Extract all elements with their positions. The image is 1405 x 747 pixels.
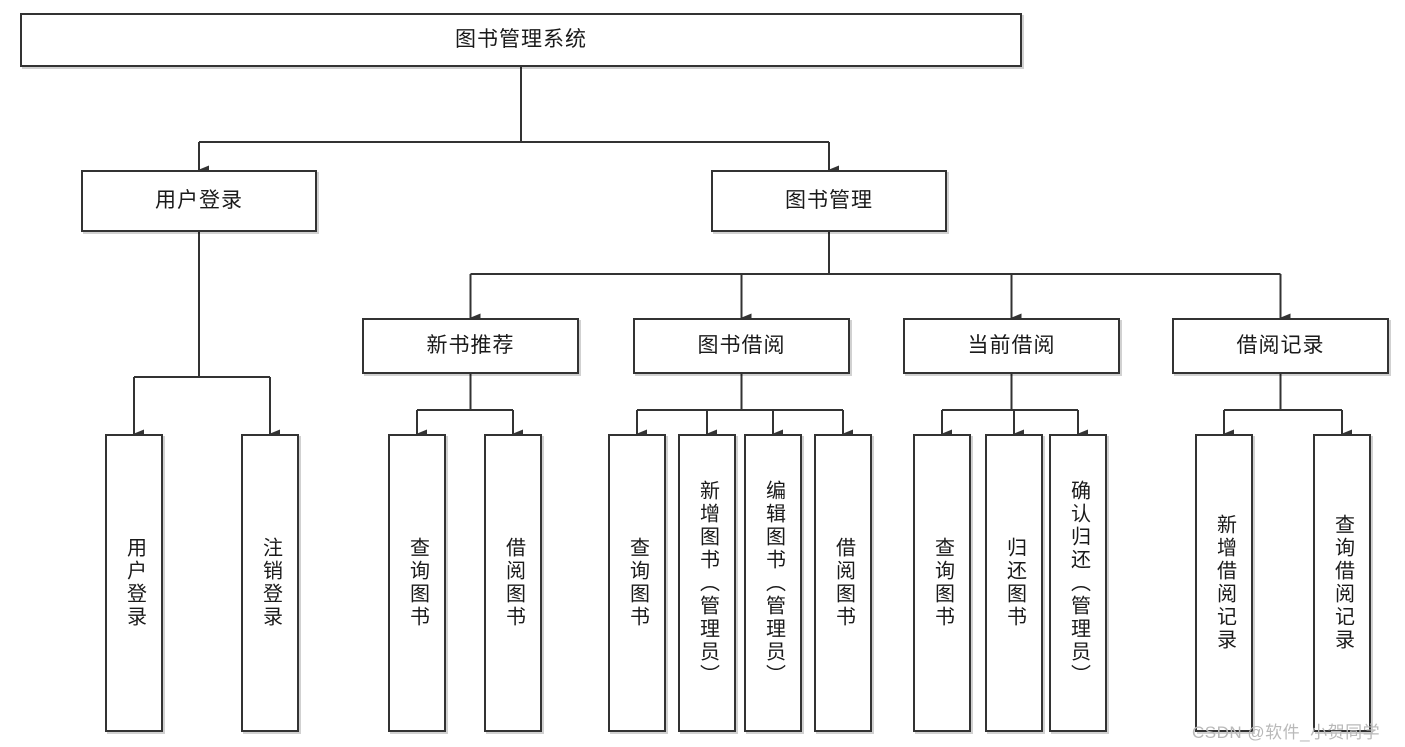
node-label: 查询图书 [931, 537, 954, 629]
node-leaf-cur-3[interactable]: 确认归还（管理员） [1049, 434, 1107, 732]
node-leaf-login-2[interactable]: 注销登录 [241, 434, 299, 732]
node-leaf-rec-2[interactable]: 查询借阅记录 [1313, 434, 1371, 732]
node-label: 编辑图书（管理员） [762, 479, 785, 687]
node-label: 图书管理系统 [455, 27, 587, 51]
node-current[interactable]: 当前借阅 [903, 318, 1120, 374]
node-leaf-cur-1[interactable]: 查询图书 [913, 434, 971, 732]
node-leaf-new-2[interactable]: 借阅图书 [484, 434, 542, 732]
node-label: 查询图书 [406, 537, 429, 629]
node-label: 图书管理 [785, 188, 873, 212]
node-label: 借阅图书 [502, 537, 525, 629]
node-label: 查询借阅记录 [1331, 514, 1354, 652]
node-label: 新增借阅记录 [1213, 514, 1236, 652]
node-records[interactable]: 借阅记录 [1172, 318, 1389, 374]
node-bookmgmt[interactable]: 图书管理 [711, 170, 947, 232]
node-label: 归还图书 [1003, 537, 1026, 629]
node-leaf-borrow-1[interactable]: 查询图书 [608, 434, 666, 732]
node-label: 新增图书（管理员） [696, 479, 719, 687]
node-root[interactable]: 图书管理系统 [20, 13, 1022, 67]
node-leaf-rec-1[interactable]: 新增借阅记录 [1195, 434, 1253, 732]
node-label: 借阅记录 [1236, 333, 1325, 357]
node-label: 用户登录 [155, 188, 243, 212]
node-login[interactable]: 用户登录 [81, 170, 317, 232]
node-leaf-borrow-2[interactable]: 新增图书（管理员） [678, 434, 736, 732]
node-label: 用户登录 [123, 537, 146, 629]
csdn-watermark: CSDN @软件_小贺同学 [1192, 723, 1381, 742]
node-label: 确认归还（管理员） [1067, 479, 1090, 687]
node-leaf-borrow-4[interactable]: 借阅图书 [814, 434, 872, 732]
node-leaf-new-1[interactable]: 查询图书 [388, 434, 446, 732]
node-leaf-cur-2[interactable]: 归还图书 [985, 434, 1043, 732]
node-newbook[interactable]: 新书推荐 [362, 318, 579, 374]
node-label: 当前借阅 [967, 333, 1056, 357]
edge-group [132, 67, 1352, 439]
node-label: 查询图书 [626, 537, 649, 629]
node-label: 借阅图书 [832, 537, 855, 629]
node-leaf-borrow-3[interactable]: 编辑图书（管理员） [744, 434, 802, 732]
node-leaf-login-1[interactable]: 用户登录 [105, 434, 163, 732]
node-label: 图书借阅 [697, 333, 786, 357]
node-borrow[interactable]: 图书借阅 [633, 318, 850, 374]
node-label: 注销登录 [259, 537, 282, 629]
node-label: 新书推荐 [426, 333, 515, 357]
